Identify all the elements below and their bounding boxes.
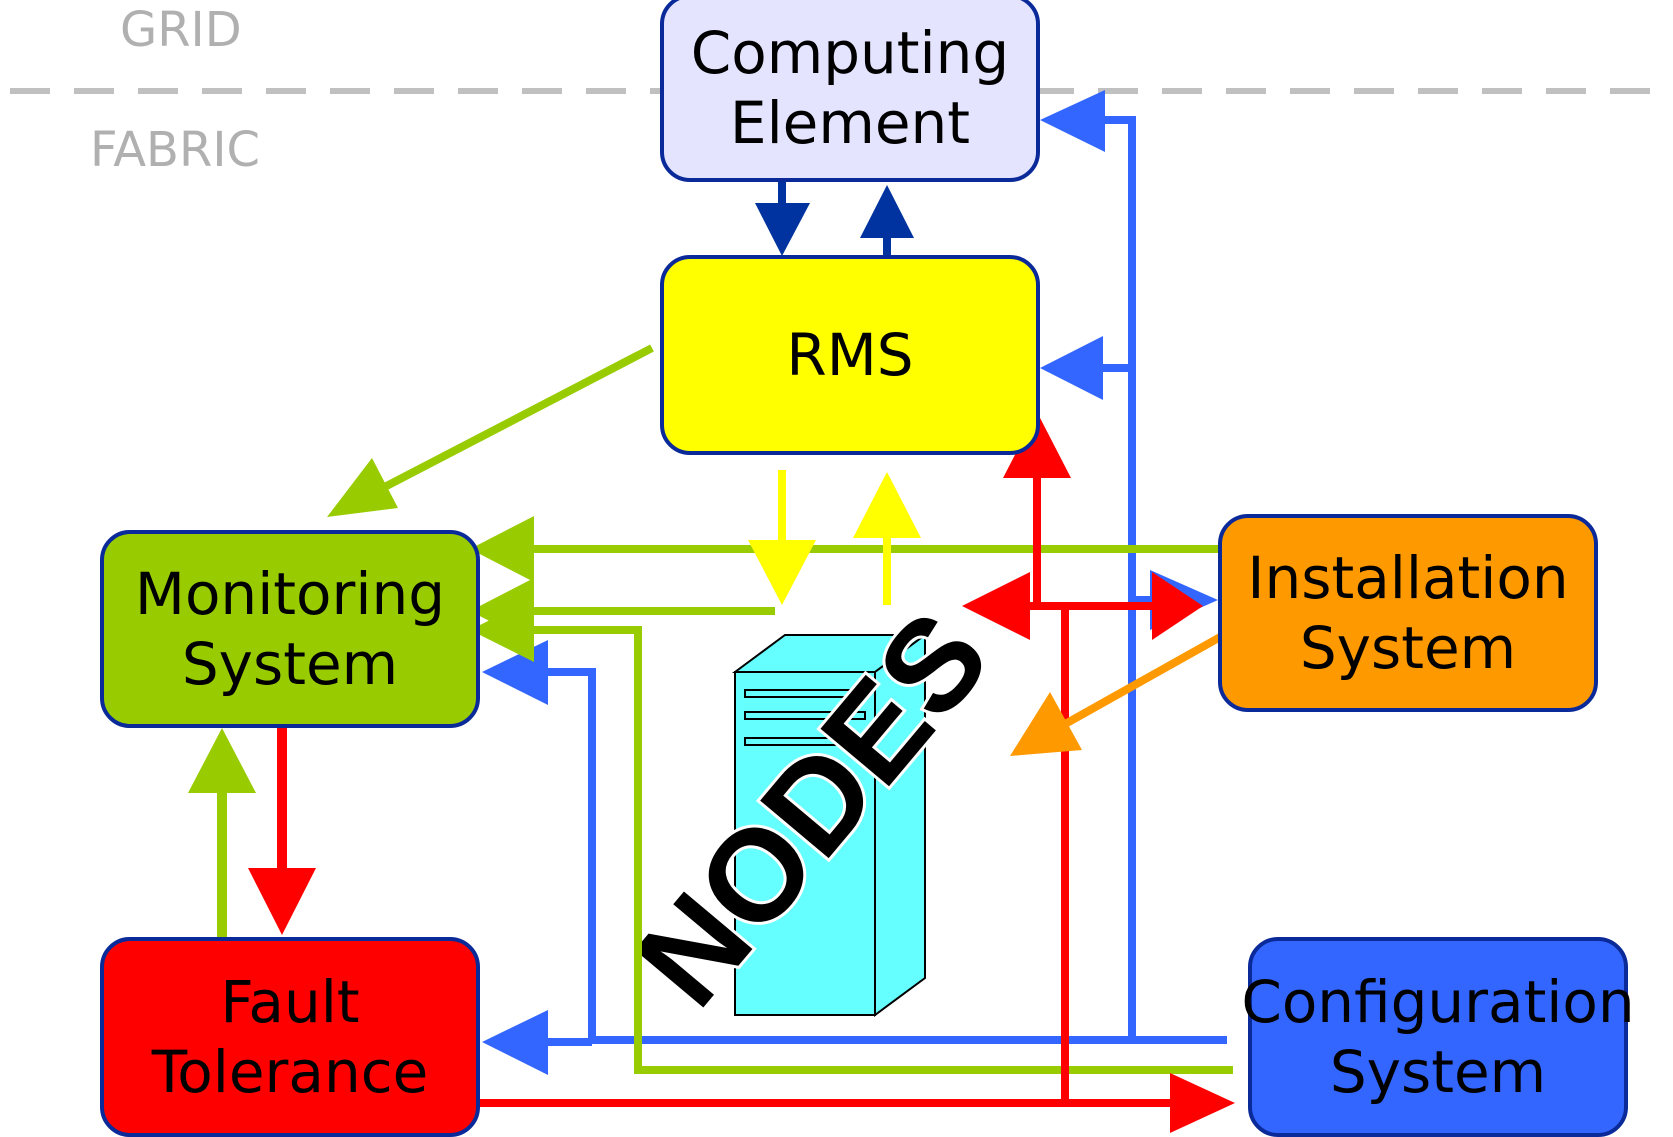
rms-label: RMS [786,321,914,389]
installation-system-label: Installation System [1247,544,1569,682]
monitoring-to-fault-tolerance-arrow [248,728,316,935]
monitoring-system-box: Monitoring System [100,530,480,728]
config-to-rms-arrow [1040,336,1132,400]
ft-to-nodes-arrow [962,572,1037,640]
rms-to-monitoring-arrow [327,344,654,517]
configuration-system-box: Configuration System [1241,937,1635,1137]
fault-tolerance-label: Fault Tolerance [151,968,429,1106]
nodes-to-rms-arrow [853,472,921,605]
installation-to-nodes-arrow [1010,632,1224,756]
fabric-label: FABRIC [90,122,260,178]
rms-to-nodes-arrow [748,470,816,605]
computing-element-box: Computing Element [660,0,1040,182]
config-to-monitoring-green-arrow [470,598,1233,1074]
installation-to-monitoring-arrow [470,516,1225,582]
ft-to-configuration-arrow [1065,1073,1235,1133]
ce-to-rms-arrow [755,182,810,256]
monitoring-system-label: Monitoring System [134,560,446,698]
rms-box: RMS [660,255,1040,455]
fault-tolerance-to-monitoring-arrow [188,728,256,938]
ft-to-installation-arrow [1065,572,1203,640]
installation-system-box: Installation System [1218,514,1598,712]
fault-tolerance-box: Fault Tolerance [100,937,480,1137]
server-icon [731,633,929,1017]
configuration-system-label: Configuration System [1241,968,1635,1106]
config-to-fault-tolerance-arrow [482,1010,592,1075]
computing-element-label: Computing Element [690,19,1010,157]
grid-label: GRID [120,2,242,58]
rms-to-ce-arrow [860,185,914,255]
